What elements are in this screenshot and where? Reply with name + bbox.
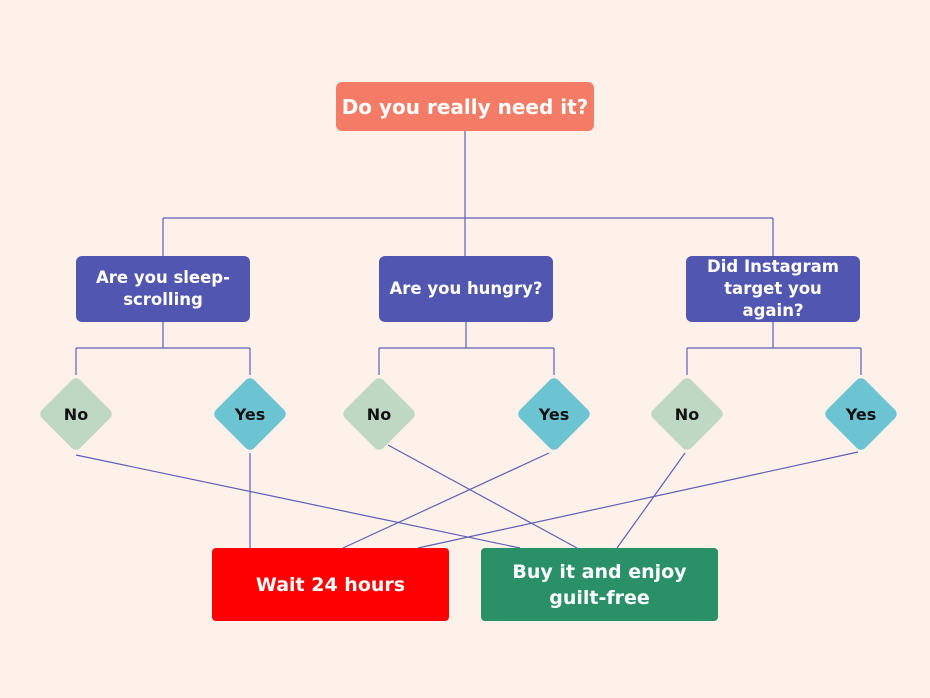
answer-yes-diamond: Yes [515,375,593,453]
connector-q3-yes-to-wait [417,451,859,549]
question-hungry: Are you hungry? [379,256,553,322]
answer-label: No [674,404,700,424]
question-instagram: Did Instagram target you again? [686,256,860,322]
answer-yes-diamond: Yes [822,375,900,453]
outcome-wait-box: Wait 24 hours [212,548,449,621]
answer-no-diamond: No [340,375,418,453]
answer-label: Yes [538,404,570,424]
answer-label: Yes [234,404,266,424]
answer-no-diamond: No [648,375,726,453]
answer-yes-diamond: Yes [211,375,289,453]
root-question-box: Do you really need it? [336,82,594,131]
connector-q3-no-to-buy [616,452,686,549]
connector-q2-no-to-buy [387,444,578,549]
connector-q2-yes-to-wait [342,452,550,549]
question-sleep-scrolling: Are you sleep-scrolling [76,256,250,322]
answer-no-diamond: No [37,375,115,453]
answer-label: No [366,404,392,424]
outcome-buy-box: Buy it and enjoy guilt-free [481,548,718,621]
answer-label: No [63,404,89,424]
connector-q1-no-to-buy [75,454,521,549]
answer-label: Yes [845,404,877,424]
